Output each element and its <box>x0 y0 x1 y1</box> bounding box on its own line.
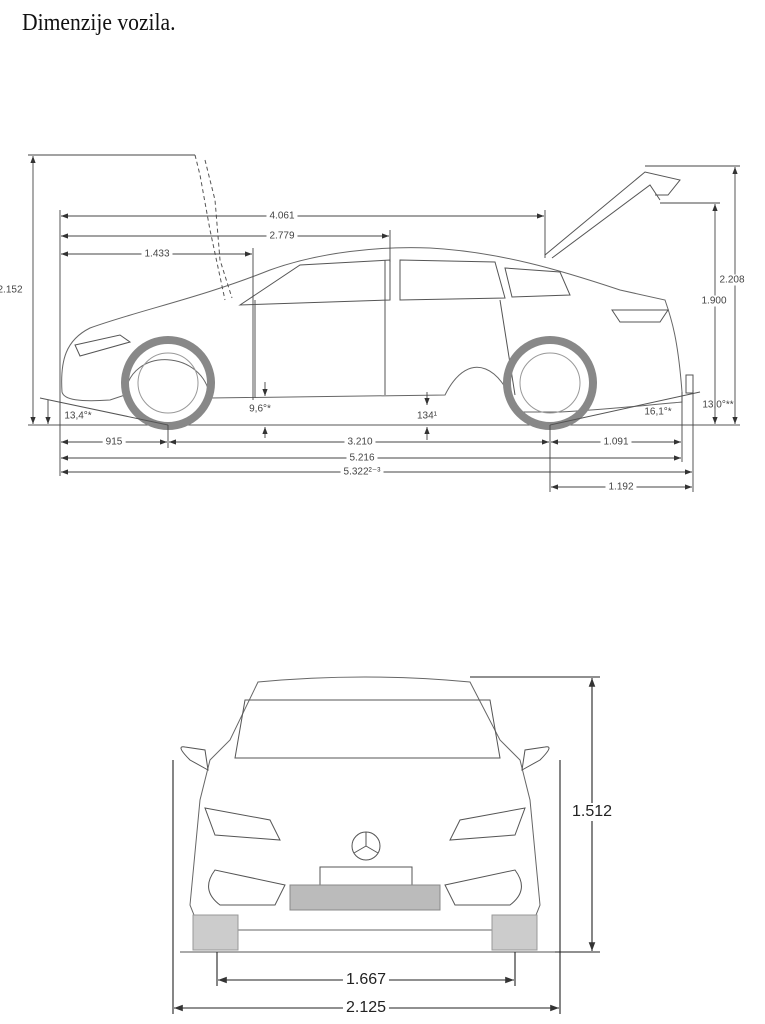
label-length-to-tailgate-hinge: 4.061 <box>266 210 298 222</box>
label-ramp-angle: 9,6°* <box>249 403 271 415</box>
label-rear-overhang-with-hitch: 1.192 <box>605 481 637 493</box>
label-tailgate-lower-height: 1.900 <box>698 295 730 307</box>
car-body-side <box>61 247 683 413</box>
label-track: 1.667 <box>342 971 390 989</box>
label-overall-height-hood-open: 2.152 <box>0 284 26 296</box>
label-approach-angle: 13,4°* <box>64 410 92 422</box>
label-height: 1.512 <box>568 803 616 821</box>
open-tailgate <box>544 171 681 259</box>
label-width-with-mirrors: 2.125 <box>342 999 390 1017</box>
open-hood <box>194 154 233 301</box>
label-departure-angle: 16,1°* <box>644 406 672 418</box>
label-ground-clearance: 134¹ <box>416 410 438 422</box>
label-length-to-a-pillar: 1.433 <box>141 248 173 260</box>
label-length: 5.216 <box>346 452 378 464</box>
label-departure-angle-hitch: 13,0°** <box>702 399 734 411</box>
label-length-to-b-pillar: 2.779 <box>266 230 298 242</box>
page-title: Dimenzije vozila. <box>22 10 176 36</box>
label-length-with-hitch: 5.322²⁻³ <box>340 466 384 478</box>
label-front-overhang: 915 <box>102 436 126 448</box>
label-tailgate-open-height: 2.208 <box>716 274 748 286</box>
label-rear-overhang: 1.091 <box>600 436 632 448</box>
label-wheelbase: 3.210 <box>344 436 376 448</box>
